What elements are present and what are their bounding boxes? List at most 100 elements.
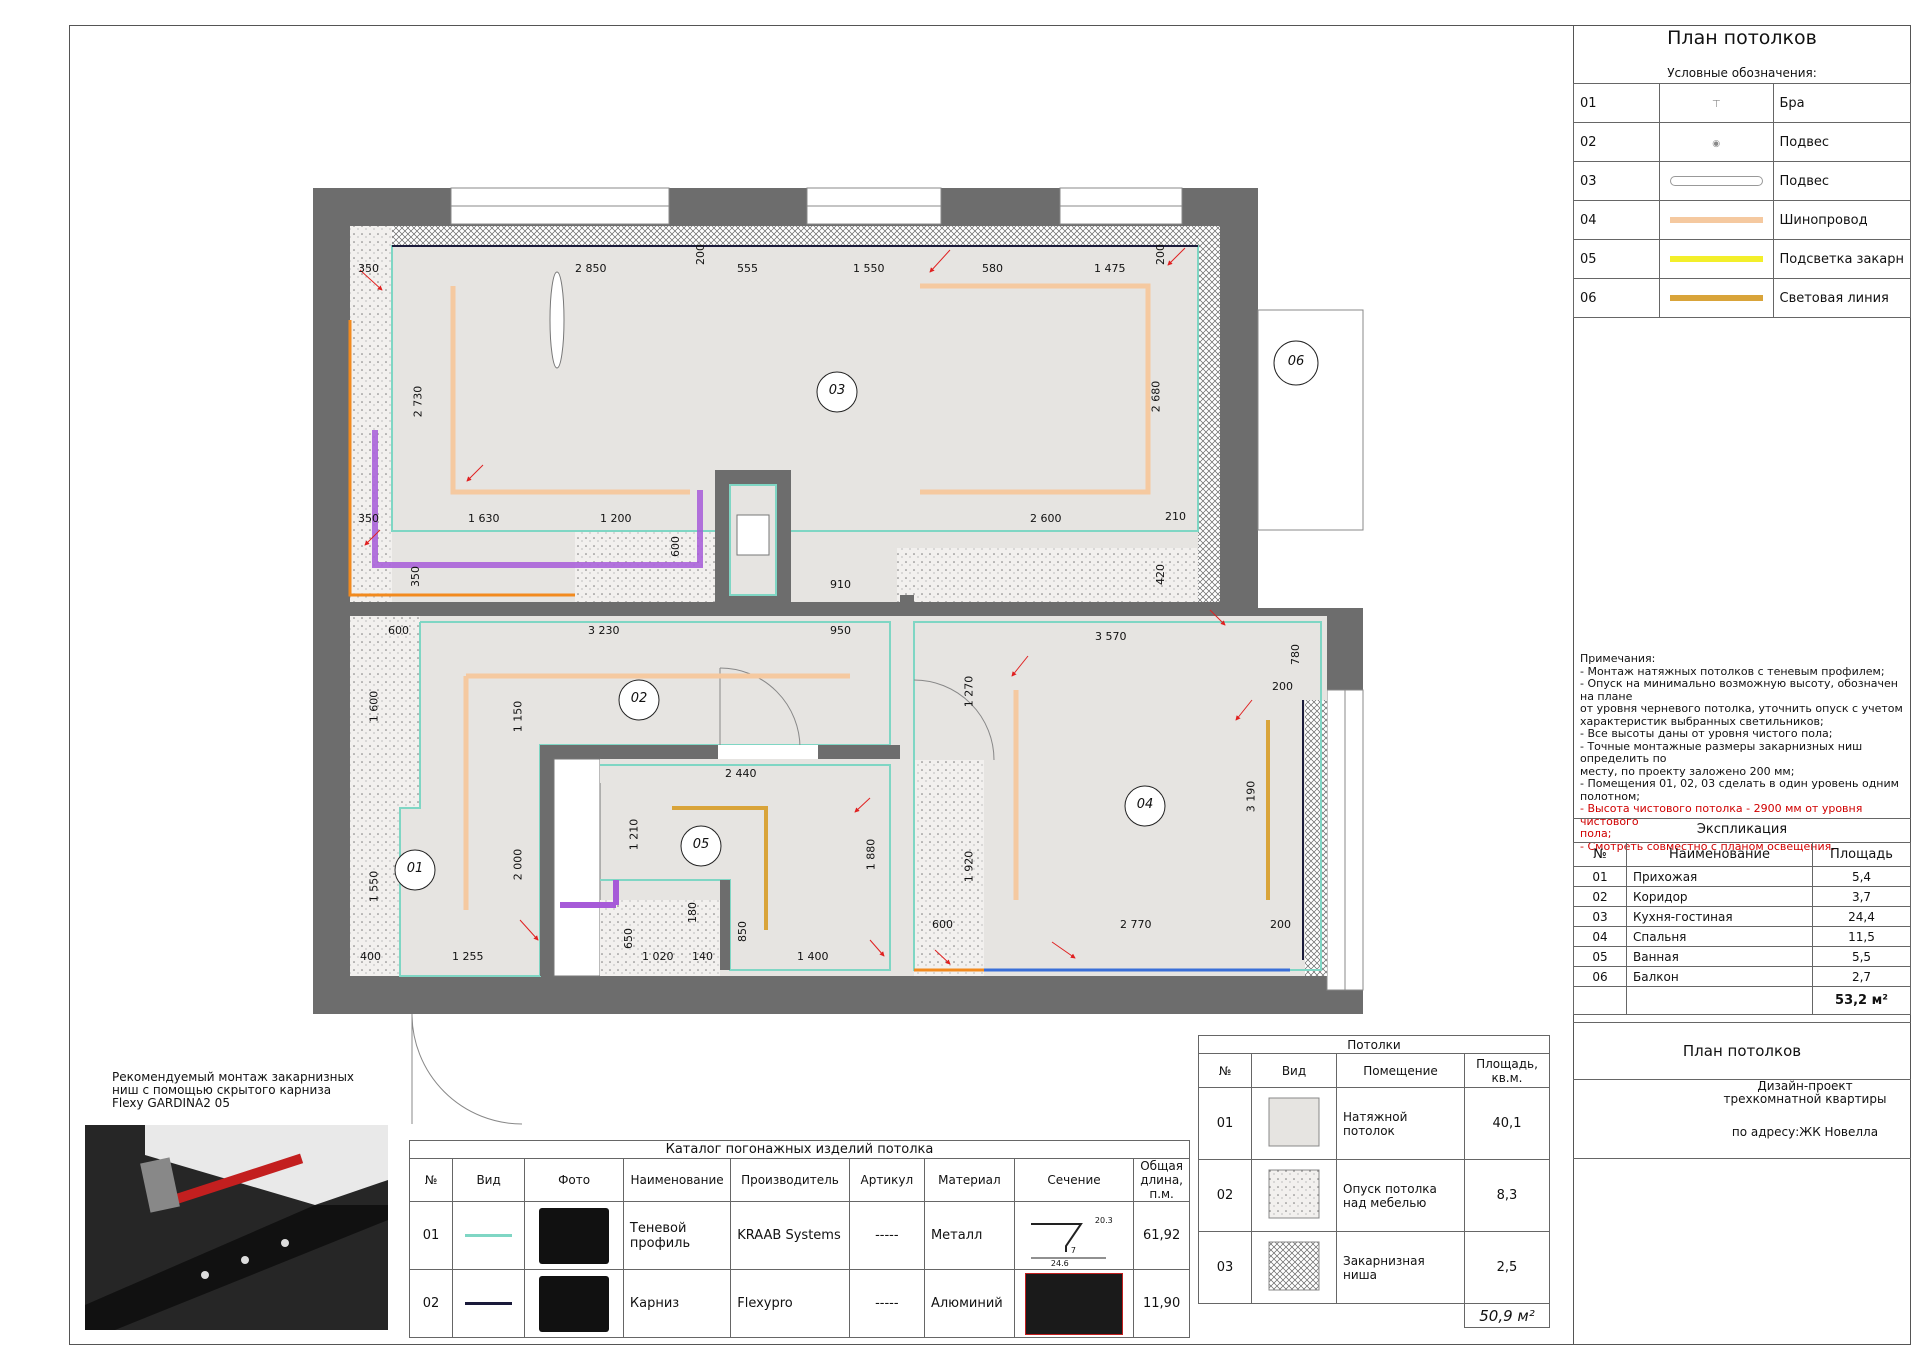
col-num: №: [1573, 842, 1627, 867]
ceiling-num: 03: [1198, 1231, 1252, 1304]
catalog-material: Алюминий: [923, 1269, 1015, 1338]
dim: 1 150: [511, 700, 525, 733]
dim: 140: [692, 950, 713, 963]
ceiling-swatch: [1251, 1159, 1337, 1232]
explication-cell: 2,7: [1812, 966, 1911, 987]
catalog-length: 11,90: [1133, 1269, 1190, 1338]
dim: 600: [388, 624, 409, 637]
dim: 1 200: [600, 512, 632, 525]
catalog-photo: [524, 1269, 624, 1338]
dim: 350: [358, 512, 379, 525]
legend-num: 06: [1573, 278, 1660, 318]
explication-cell: 05: [1573, 946, 1627, 967]
col-room: Помещение: [1336, 1053, 1465, 1088]
col-view: Вид: [1251, 1053, 1337, 1088]
catalog-col: Сечение: [1013, 1158, 1135, 1202]
room-label-06: 06: [1287, 354, 1305, 369]
catalog-col: Общая длина, п.м.: [1133, 1158, 1190, 1202]
col-name: Наименование: [1626, 842, 1813, 867]
light-lines: [672, 720, 1270, 930]
catalog-num: 01: [409, 1201, 453, 1270]
catalog-name: Карниз: [622, 1269, 732, 1338]
track-line: [1658, 200, 1774, 240]
ceilings-total: 50,9 м²: [1464, 1303, 1550, 1328]
catalog-col: Материал: [923, 1158, 1015, 1202]
explication-cell: 06: [1573, 966, 1627, 987]
catalog-col: Производитель: [730, 1158, 850, 1202]
explication-title: Экспликация: [1573, 818, 1911, 842]
dim: 3 230: [588, 624, 620, 637]
dim: 1 475: [1094, 262, 1126, 275]
section-dim: 24.6: [1050, 1258, 1069, 1268]
note-line-red: пола;: [1580, 827, 1612, 840]
catalog-num: 02: [409, 1269, 453, 1338]
sconce-symbol: ⊤: [1658, 83, 1774, 123]
cornice-light-line: [1658, 239, 1774, 279]
dim: 2 680: [1149, 380, 1163, 413]
legend-num: 01: [1573, 83, 1660, 123]
project-line-1: Дизайн-проект: [1757, 1079, 1853, 1093]
cornice-note-line: Рекомендуемый монтаж закарнизных: [112, 1070, 355, 1084]
dim: 600: [932, 918, 953, 931]
legend-num: 03: [1573, 161, 1660, 201]
dim: 1 550: [853, 262, 885, 275]
dim: 200: [694, 244, 707, 265]
ceiling-room: Закарнизная ниша: [1336, 1231, 1465, 1304]
dim: 350: [409, 566, 422, 587]
legend-label: Подвес: [1772, 122, 1911, 162]
section-dim: 7: [1070, 1245, 1076, 1255]
catalog-col: Артикул: [848, 1158, 925, 1202]
dim: 1 255: [452, 950, 484, 963]
catalog-col: Фото: [524, 1158, 624, 1202]
dim: 650: [622, 928, 635, 949]
track-lines: [450, 283, 1151, 910]
cornice-note-line: Flexy GARDINA2 05: [112, 1096, 230, 1110]
dim: 910: [830, 578, 851, 591]
dim: 2 730: [411, 385, 425, 418]
dim: 420: [1154, 564, 1167, 585]
explication-cell: 02: [1573, 886, 1627, 907]
ceiling-area: 40,1: [1464, 1087, 1550, 1160]
dim: 555: [737, 262, 758, 275]
ceilings-title: Потолки: [1198, 1035, 1550, 1054]
ceiling-area: 8,3: [1464, 1159, 1550, 1232]
note-line: месту, по проекту заложено 200 мм;: [1580, 764, 1795, 778]
pendant-symbol: ◉: [1658, 122, 1774, 162]
dim: 1 630: [468, 512, 500, 525]
catalog-name: Теневой профиль: [622, 1201, 732, 1270]
note-line: - Монтаж натяжных потолков с теневым про…: [1580, 664, 1885, 678]
dim: 200: [1272, 680, 1293, 693]
explication-cell: 5,5: [1812, 946, 1911, 967]
orange-line: [348, 320, 575, 597]
dim: 350: [358, 262, 379, 275]
room-label-03: 03: [828, 383, 846, 398]
ceiling-swatch: [1251, 1231, 1337, 1304]
explication-cell: Спальня: [1626, 926, 1813, 947]
legend-num: 02: [1573, 122, 1660, 162]
dim: 210: [1165, 510, 1186, 523]
note-line: - Точные монтажные размеры закарнизных н…: [1580, 739, 1863, 765]
explication-cell: Балкон: [1626, 966, 1813, 987]
catalog-article: -----: [848, 1201, 925, 1270]
legend-label: Световая линия: [1772, 278, 1911, 318]
catalog-section: [1013, 1269, 1135, 1338]
catalog-maker: KRAAB Systems: [730, 1201, 850, 1270]
dim: 780: [1289, 644, 1302, 665]
note-line: - Опуск на минимально возможную высоту, …: [1580, 677, 1899, 703]
dim: 1 550: [367, 870, 381, 903]
catalog-line-swatch: [451, 1269, 526, 1338]
legend-label: Бра: [1772, 83, 1911, 123]
ceiling-area: 2,5: [1464, 1231, 1550, 1304]
dim: 1 020: [642, 950, 674, 963]
